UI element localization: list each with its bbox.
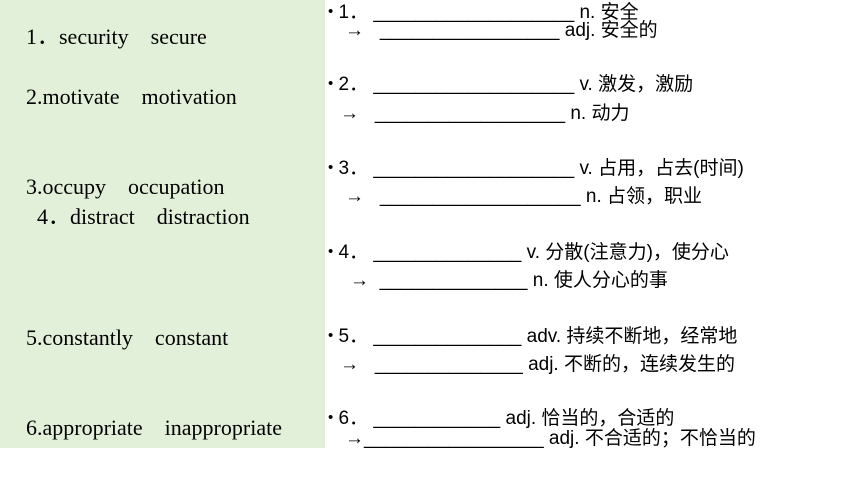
answer-blank: ____________ (373, 408, 501, 429)
question-number: 3． (338, 158, 369, 179)
bullet-icon: • (328, 159, 334, 176)
derivative-6: →_________________ adj. 不合适的；不恰当的 (345, 428, 756, 450)
answer-blank: ______________ (373, 326, 522, 347)
bullet-icon: • (328, 327, 334, 344)
arrow-icon: → (350, 270, 369, 291)
derivative-1: → _________________ adj. 安全的 (345, 20, 658, 42)
question-number: 5． (338, 326, 369, 347)
arrow-icon: → (340, 103, 359, 124)
meaning: adj. 不断的，连续发生的 (528, 354, 735, 375)
answer-blank: ______________ (373, 242, 522, 263)
derivative-2: → __________________ n. 动力 (340, 103, 629, 125)
meaning: adv. 持续不断地，经常地 (526, 326, 738, 347)
arrow-icon: → (340, 354, 359, 375)
question-number: 2． (338, 74, 369, 95)
derivative-5: → ______________ adj. 不断的，连续发生的 (340, 354, 735, 376)
answer-blank: ___________________ (373, 2, 575, 23)
question-2: • 2． ___________________ v. 激发，激励 (328, 74, 693, 97)
bullet-icon: • (328, 243, 334, 260)
arrow-icon: → (345, 186, 364, 207)
question-1: • 1． ___________________ n. 安全 (328, 2, 639, 25)
meaning: v. 分散(注意力)，使分心 (526, 242, 729, 263)
derivative-3: → ___________________ n. 占领，职业 (345, 186, 702, 208)
answer-blank: ___________________ (373, 158, 575, 179)
meaning: n. 安全 (579, 2, 639, 23)
answer-blank: ______________ (374, 354, 523, 375)
arrow-icon: → (345, 20, 364, 41)
question-6: • 6． ____________ adj. 恰当的，合适的 (328, 408, 674, 431)
answer-panel: 1．security secure 2.motivate motivation … (0, 0, 325, 448)
answer-6: 6.appropriate inappropriate (26, 415, 282, 440)
meaning: n. 使人分心的事 (532, 270, 668, 291)
meaning: adj. 恰当的，合适的 (505, 408, 675, 429)
meaning: v. 激发，激励 (579, 74, 694, 95)
answer-blank: _________________ (364, 428, 544, 449)
meaning: adj. 不合适的；不恰当的 (548, 428, 756, 449)
meaning: n. 占领，职业 (585, 186, 703, 207)
bullet-icon: • (328, 75, 334, 92)
question-number: 1． (338, 2, 369, 23)
derivative-4: → ______________ n. 使人分心的事 (350, 270, 668, 292)
arrow-icon: → (345, 428, 364, 449)
answer-5: 5.constantly constant (26, 325, 229, 350)
meaning: v. 占用，占去(时间) (579, 158, 744, 179)
answer-blank: ___________________ (373, 74, 575, 95)
question-4: • 4． ______________ v. 分散(注意力)，使分心 (328, 242, 729, 265)
bullet-icon: • (328, 409, 334, 426)
question-3: • 3． ___________________ v. 占用，占去(时间) (328, 158, 744, 181)
question-number: 6． (338, 408, 369, 429)
answer-blank: _________________ (379, 20, 560, 41)
question-number: 4． (338, 242, 369, 263)
answer-2: 2.motivate motivation (26, 84, 237, 109)
answer-3: 3.occupy occupation (26, 174, 225, 199)
meaning: n. 动力 (570, 103, 630, 124)
answer-4: 4．distract distraction (26, 204, 250, 229)
answer-blank: ______________ (379, 270, 528, 291)
bullet-icon: • (328, 3, 334, 20)
question-5: • 5． ______________ adv. 持续不断地，经常地 (328, 326, 737, 349)
answer-blank: ___________________ (379, 186, 581, 207)
answer-1: 1．security secure (26, 24, 207, 49)
meaning: adj. 安全的 (564, 20, 658, 41)
answer-blank: __________________ (374, 103, 566, 124)
